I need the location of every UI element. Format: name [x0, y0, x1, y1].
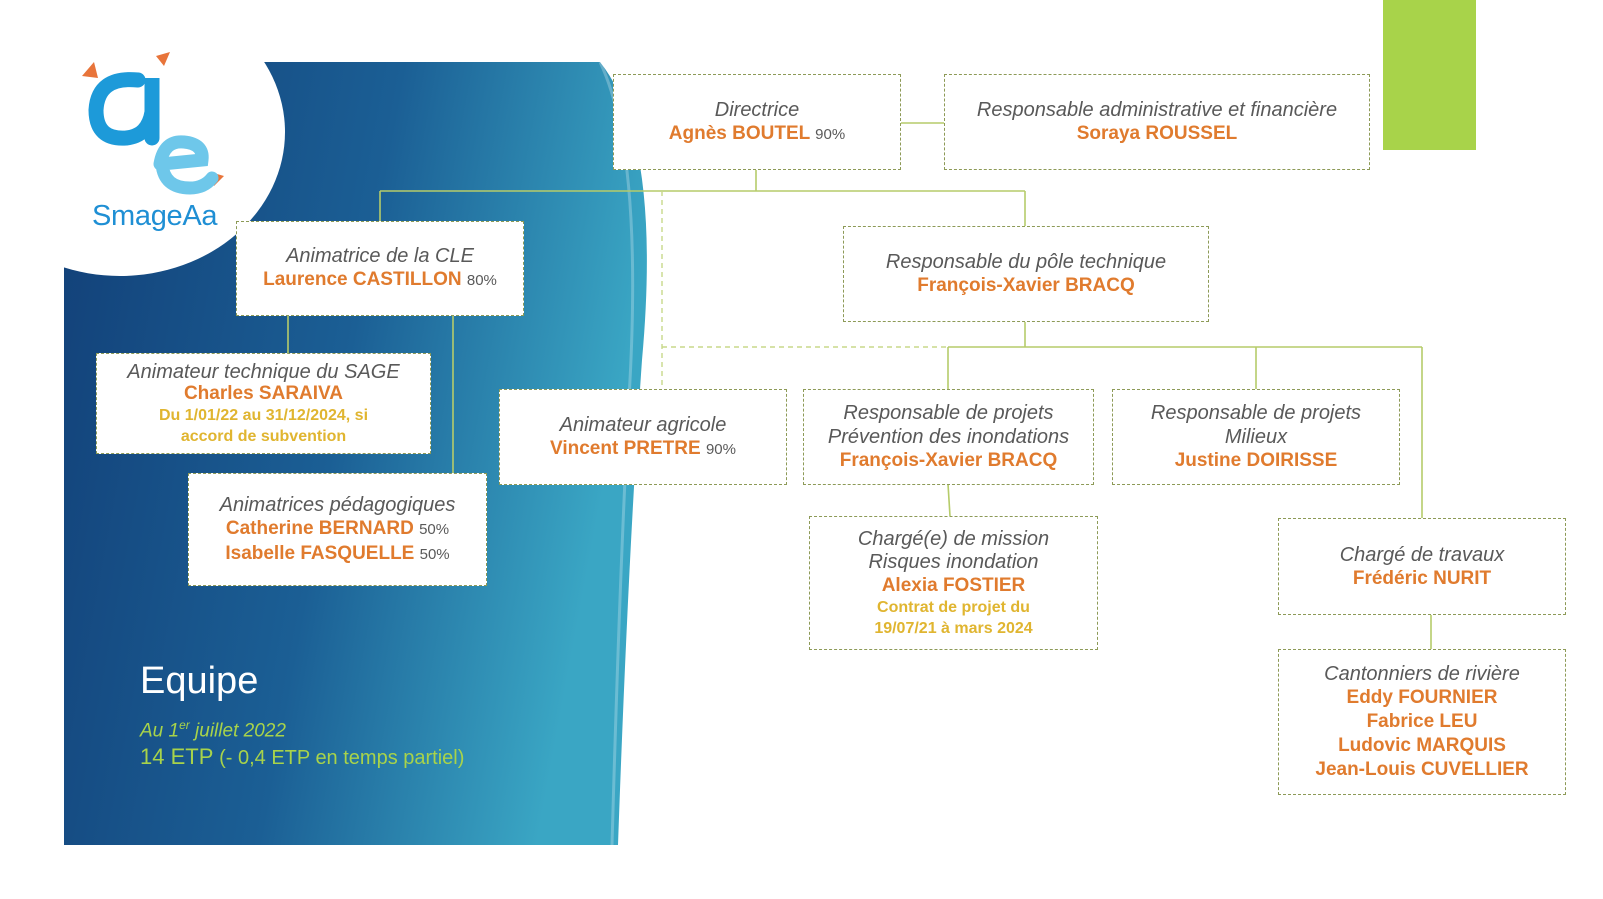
person-name: Catherine BERNARD 50%: [225, 517, 450, 539]
person-name: Fabrice LEU: [1366, 711, 1478, 732]
logo-text: SmageAa: [92, 200, 218, 232]
person-name: Jean-Louis CUVELLIER: [1315, 759, 1529, 780]
box-mission: Chargé(e) de mission Risques inondation …: [809, 516, 1098, 650]
person-name: Laurence CASTILLON 80%: [263, 269, 497, 290]
person-name: Alexia FOSTIER: [881, 574, 1026, 596]
box-inondations: Responsable de projets Prévention des in…: [803, 389, 1094, 485]
person-name: Vincent PRETRE 90%: [550, 437, 736, 459]
percentage: 80%: [466, 272, 497, 289]
role-label: Chargé(e) de mission: [857, 527, 1050, 550]
role-label: Animatrice de la CLE: [286, 245, 474, 267]
box-pedagogiques: Animatrices pédagogiques Catherine BERNA…: [188, 473, 487, 586]
percentage: 90%: [705, 440, 736, 458]
team-etp: 14 ETP (- 0,4 ETP en temps partiel): [140, 744, 465, 769]
role-label: Responsable du pôle technique: [885, 251, 1167, 273]
box-sage: Animateur technique du SAGE Charles SARA…: [96, 353, 431, 454]
role-label: Cantonniers de rivière: [1324, 663, 1520, 685]
person-name: François-Xavier BRACQ: [839, 450, 1058, 471]
role-label: Chargé de travaux: [1339, 543, 1505, 566]
contract-note: Contrat de projet du: [877, 598, 1030, 616]
role-label: Animatrices pédagogiques: [219, 493, 456, 516]
person-name: Soraya ROUSSEL: [1076, 123, 1238, 144]
box-milieux: Responsable de projets Milieux Justine D…: [1112, 389, 1400, 485]
role-label: Responsable administrative et financière: [976, 99, 1338, 121]
role-label: Animateur technique du SAGE: [127, 360, 400, 383]
box-directrice: Directrice Agnès BOUTEL 90%: [613, 74, 901, 170]
percentage: 50%: [419, 545, 450, 563]
box-agricole: Animateur agricole Vincent PRETRE 90%: [499, 389, 787, 485]
role-label: Milieux: [1224, 426, 1288, 448]
logo-mark-icon: [82, 52, 224, 195]
role-label: Directrice: [714, 98, 800, 121]
role-label: Responsable de projets: [1150, 402, 1362, 424]
person-name: Isabelle FASQUELLE 50%: [225, 542, 450, 564]
accent-bar: [1383, 0, 1476, 150]
role-label: Animateur agricole: [559, 413, 727, 436]
box-cantonniers: Cantonniers de rivière Eddy FOURNIER Fab…: [1278, 649, 1566, 795]
person-name: Agnès BOUTEL 90%: [668, 122, 846, 144]
box-raf: Responsable administrative et financière…: [944, 74, 1370, 170]
percentage: 50%: [419, 520, 450, 538]
percentage: 90%: [815, 125, 846, 143]
contract-note: Du 1/01/22 au 31/12/2024, si: [158, 406, 369, 424]
box-travaux: Chargé de travaux Frédéric NURIT: [1278, 518, 1566, 615]
person-name: Charles SARAIVA: [183, 382, 344, 404]
person-name: François-Xavier BRACQ: [917, 275, 1135, 296]
person-name: Ludovic MARQUIS: [1338, 735, 1506, 756]
etp-note: (- 0,4 ETP en temps partiel): [219, 747, 465, 769]
role-label: Prévention des inondations: [827, 426, 1070, 448]
team-date: Au 1er juillet 2022: [140, 718, 286, 742]
role-label: Risques inondation: [868, 550, 1039, 573]
role-label: Responsable de projets: [843, 402, 1054, 424]
team-title: Equipe: [140, 660, 259, 702]
box-pole-technique: Responsable du pôle technique François-X…: [843, 226, 1209, 322]
person-name: Eddy FOURNIER: [1346, 687, 1498, 708]
contract-note: 19/07/21 à mars 2024: [874, 619, 1033, 637]
person-name: Frédéric NURIT: [1352, 567, 1492, 589]
person-name: Justine DOIRISSE: [1174, 450, 1338, 471]
contract-note: accord de subvention: [180, 427, 347, 445]
box-cle: Animatrice de la CLE Laurence CASTILLON …: [236, 221, 524, 316]
